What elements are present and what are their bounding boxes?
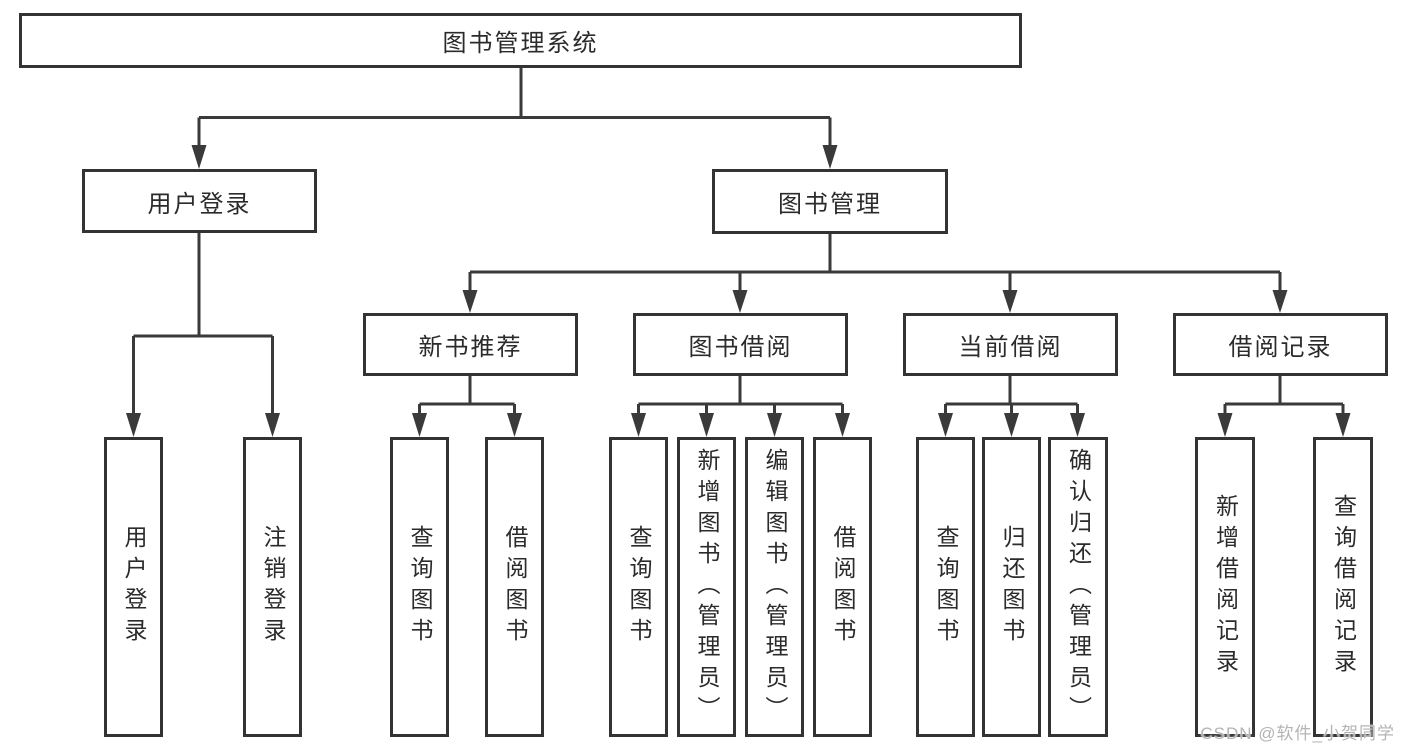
leaf-add-borrow-record: 新增借阅记录	[1195, 437, 1255, 737]
arrowhead-icon	[1002, 290, 1018, 313]
arrowhead-icon	[191, 145, 207, 169]
node-borrow-records: 借阅记录	[1173, 313, 1388, 376]
arrowhead-icon	[265, 413, 280, 437]
leaf-borrow-books: 借阅图书	[485, 437, 544, 737]
connector-mgmt-branch	[470, 234, 1280, 274]
node-current-borrow: 当前借阅	[903, 313, 1118, 376]
connector-recommend-arrow-stems	[418, 404, 516, 414]
arrowhead-icon	[732, 290, 748, 313]
node-new-book-recommend: 新书推荐	[363, 313, 578, 376]
connector-user-arrow-stems	[132, 336, 274, 413]
arrowhead-icon	[1004, 413, 1019, 437]
node-user-login: 用户登录	[82, 169, 317, 233]
leaf-edit-books-admin: 编辑图书（管理员）	[745, 437, 804, 737]
connector-strokes	[132, 68, 1345, 414]
arrowhead-icon	[631, 413, 646, 437]
arrowhead-icon	[699, 413, 714, 437]
connector-borrow-branch	[638, 376, 843, 406]
arrowhead-icon	[767, 413, 782, 437]
node-book-management: 图书管理	[712, 169, 948, 234]
arrowhead-icon	[412, 413, 427, 437]
connector-mgmt-arrow-stems	[468, 272, 1282, 291]
leaf-return-books: 归还图书	[982, 437, 1041, 737]
arrowhead-icon	[507, 413, 522, 437]
leaf-borrow-books: 借阅图书	[813, 437, 872, 737]
leaf-add-books-admin: 新增图书（管理员）	[677, 437, 736, 737]
connector-records-branch	[1225, 376, 1343, 406]
leaf-query-books: 查询图书	[916, 437, 975, 737]
connector-records-arrow-stems	[1223, 404, 1345, 414]
connector-root-branch	[199, 68, 830, 119]
connector-recommend-branch	[419, 376, 515, 406]
arrowheads	[126, 145, 1351, 437]
node-root-system: 图书管理系统	[19, 13, 1022, 68]
connector-root-arrow-stems	[197, 117, 832, 146]
arrowhead-icon	[835, 413, 850, 437]
arrowhead-icon	[822, 145, 838, 169]
connector-user-branch	[133, 233, 273, 338]
leaf-query-books: 查询图书	[609, 437, 668, 737]
arrowhead-icon	[1335, 413, 1351, 437]
arrowhead-icon	[462, 290, 478, 313]
leaf-query-books: 查询图书	[390, 437, 449, 737]
node-book-borrow: 图书借阅	[633, 313, 848, 376]
leaf-confirm-return-admin: 确认归还（管理员）	[1048, 437, 1108, 737]
leaf-user-login: 用户登录	[104, 437, 163, 737]
arrowhead-icon	[1217, 413, 1233, 437]
connector-borrow-arrow-stems	[637, 404, 844, 414]
arrowhead-icon	[938, 413, 953, 437]
connector-current-branch	[945, 376, 1078, 406]
arrowhead-icon	[1272, 290, 1288, 313]
arrowhead-icon	[1070, 413, 1085, 437]
leaf-logout: 注销登录	[243, 437, 302, 737]
leaf-query-borrow-record: 查询借阅记录	[1313, 437, 1373, 737]
arrowhead-icon	[126, 413, 141, 437]
connector-current-arrow-stems	[944, 404, 1079, 414]
csdn-watermark: CSDN @软件_小贺同学	[1200, 724, 1395, 743]
